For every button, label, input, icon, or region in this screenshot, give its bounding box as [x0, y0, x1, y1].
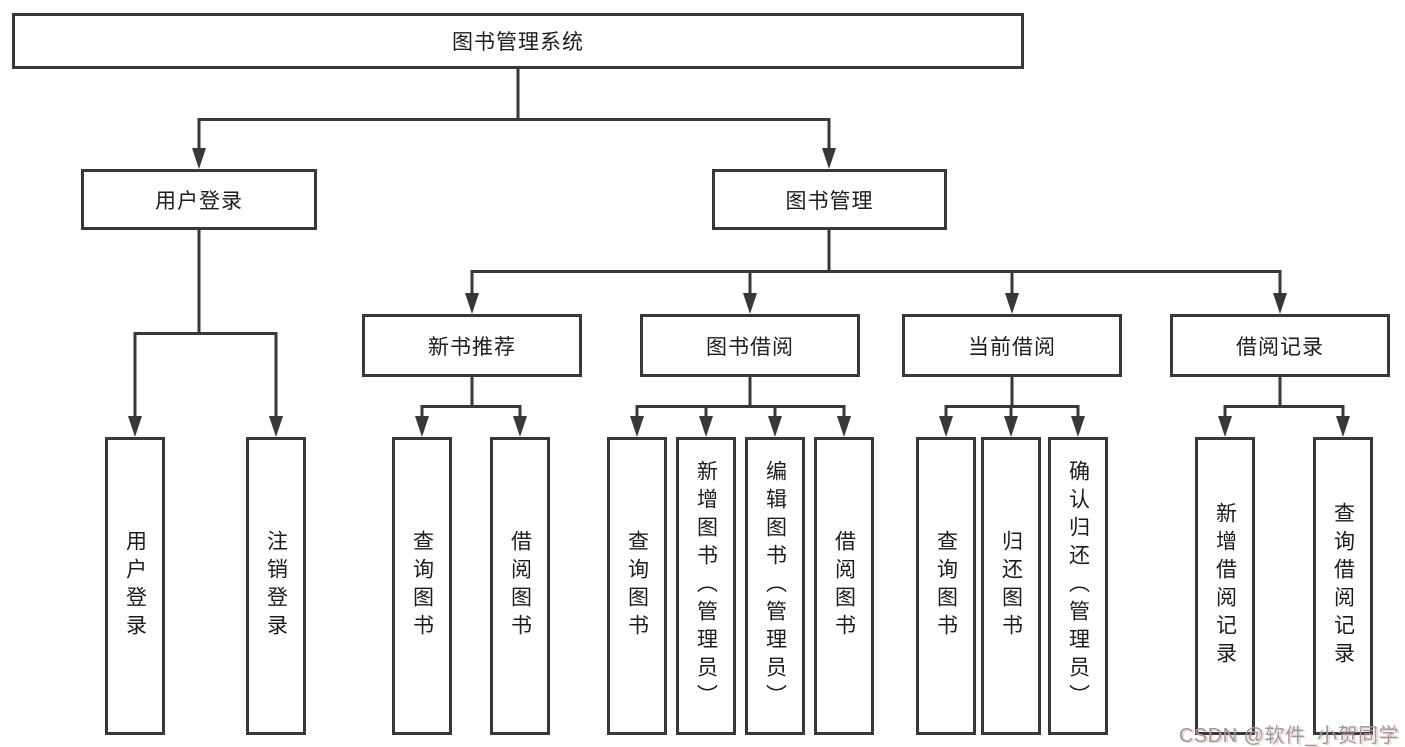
- node-root-label: 图书管理系统: [452, 31, 584, 54]
- leaf-logout: 注销登录: [246, 437, 306, 735]
- leaf-confirm-return-admin-label: 确认归还（管理员）: [1066, 460, 1090, 712]
- leaf-add-book-admin: 新增图书（管理员）: [676, 437, 736, 735]
- leaf-query-books-recommend: 查询图书: [392, 437, 452, 735]
- node-new-book-recommend: 新书推荐: [362, 314, 582, 377]
- leaf-user-login-label: 用户登录: [123, 530, 147, 642]
- node-root-system: 图书管理系统: [12, 13, 1024, 69]
- node-book-management-label: 图书管理: [785, 189, 874, 213]
- node-current-borrow: 当前借阅: [902, 314, 1122, 377]
- node-book-borrow: 图书借阅: [640, 314, 860, 377]
- leaf-return-books-label: 归还图书: [999, 530, 1023, 642]
- leaf-return-books: 归还图书: [981, 437, 1041, 735]
- leaf-query-borrow-record-label: 查询借阅记录: [1331, 502, 1355, 670]
- node-borrow-records: 借阅记录: [1170, 314, 1390, 377]
- leaf-edit-book-admin: 编辑图书（管理员）: [745, 437, 805, 735]
- leaf-add-borrow-record-label: 新增借阅记录: [1213, 502, 1237, 670]
- csdn-watermark: CSDN @软件_小贺同学: [1178, 725, 1399, 747]
- node-book-borrow-label: 图书借阅: [706, 335, 794, 359]
- node-user-login-label: 用户登录: [155, 189, 243, 213]
- leaf-add-book-admin-label: 新增图书（管理员）: [694, 460, 718, 712]
- leaf-borrow-books-borrow-label: 借阅图书: [832, 530, 856, 642]
- node-current-borrow-label: 当前借阅: [968, 335, 1056, 359]
- node-book-management: 图书管理: [712, 169, 947, 230]
- node-new-book-recommend-label: 新书推荐: [428, 335, 516, 359]
- leaf-borrow-books-recommend-label: 借阅图书: [508, 530, 532, 642]
- leaf-confirm-return-admin: 确认归还（管理员）: [1048, 437, 1108, 735]
- leaf-borrow-books-recommend: 借阅图书: [490, 437, 550, 735]
- leaf-logout-label: 注销登录: [264, 530, 288, 642]
- leaf-query-books-recommend-label: 查询图书: [410, 530, 434, 642]
- leaf-add-borrow-record: 新增借阅记录: [1195, 437, 1255, 735]
- leaf-query-books-current: 查询图书: [916, 437, 976, 735]
- node-user-login: 用户登录: [81, 169, 317, 230]
- leaf-user-login: 用户登录: [105, 437, 165, 735]
- leaf-borrow-books-borrow: 借阅图书: [814, 437, 874, 735]
- leaf-query-borrow-record: 查询借阅记录: [1313, 437, 1373, 735]
- node-borrow-records-label: 借阅记录: [1236, 335, 1324, 359]
- leaf-edit-book-admin-label: 编辑图书（管理员）: [763, 460, 787, 712]
- leaf-query-books-current-label: 查询图书: [934, 530, 958, 642]
- leaf-query-books-borrow-label: 查询图书: [625, 530, 649, 642]
- leaf-query-books-borrow: 查询图书: [607, 437, 667, 735]
